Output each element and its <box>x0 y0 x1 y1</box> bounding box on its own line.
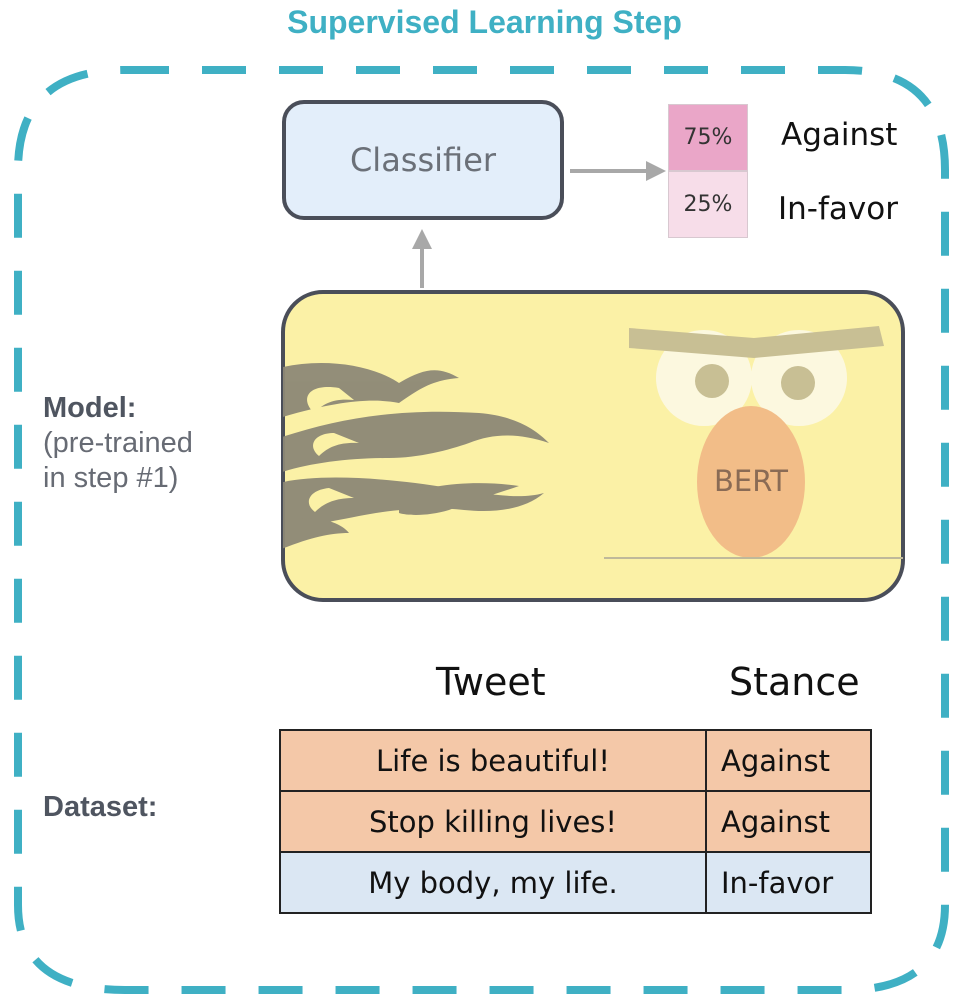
prob-infavor-label: In-favor <box>778 191 898 227</box>
prob-against-value: 75% <box>683 125 733 150</box>
model-label-heading: Model: <box>43 392 137 424</box>
diagram-title: Supervised Learning Step <box>287 4 682 40</box>
dataset-table: Life is beautiful! Against Stop killing … <box>279 729 872 914</box>
classifier-box: Classifier <box>282 100 564 220</box>
model-label: Model: (pre-trained in step #1) <box>43 391 193 496</box>
table-header-tweet: Tweet <box>436 660 546 704</box>
dataset-label: Dataset: <box>43 791 158 823</box>
stance-cell: Against <box>705 729 872 792</box>
angry-bird-icon <box>283 326 903 559</box>
arrow-model-to-classifier <box>412 229 432 288</box>
model-label-line1: (pre-trained <box>43 427 193 459</box>
stance-cell: In-favor <box>705 851 872 914</box>
tweet-cell: Stop killing lives! <box>279 790 707 853</box>
model-label-line2: in step #1) <box>43 462 179 494</box>
tweet-cell: Life is beautiful! <box>279 729 707 792</box>
prob-against-label: Against <box>781 117 898 153</box>
table-row: Stop killing lives! Against <box>279 790 872 853</box>
stance-cell: Against <box>705 790 872 853</box>
tweet-cell: My body, my life. <box>279 851 707 914</box>
prob-infavor-box: 25% <box>668 171 748 238</box>
arrow-classifier-to-output <box>570 161 666 181</box>
prob-against-box: 75% <box>668 104 748 171</box>
bert-model-box: BERT <box>281 290 905 602</box>
table-header-stance: Stance <box>729 660 860 704</box>
table-row: Life is beautiful! Against <box>279 729 872 792</box>
bert-label: BERT <box>714 464 788 498</box>
classifier-label: Classifier <box>349 141 497 179</box>
table-row: My body, my life. In-favor <box>279 851 872 914</box>
prob-infavor-value: 25% <box>683 192 733 217</box>
